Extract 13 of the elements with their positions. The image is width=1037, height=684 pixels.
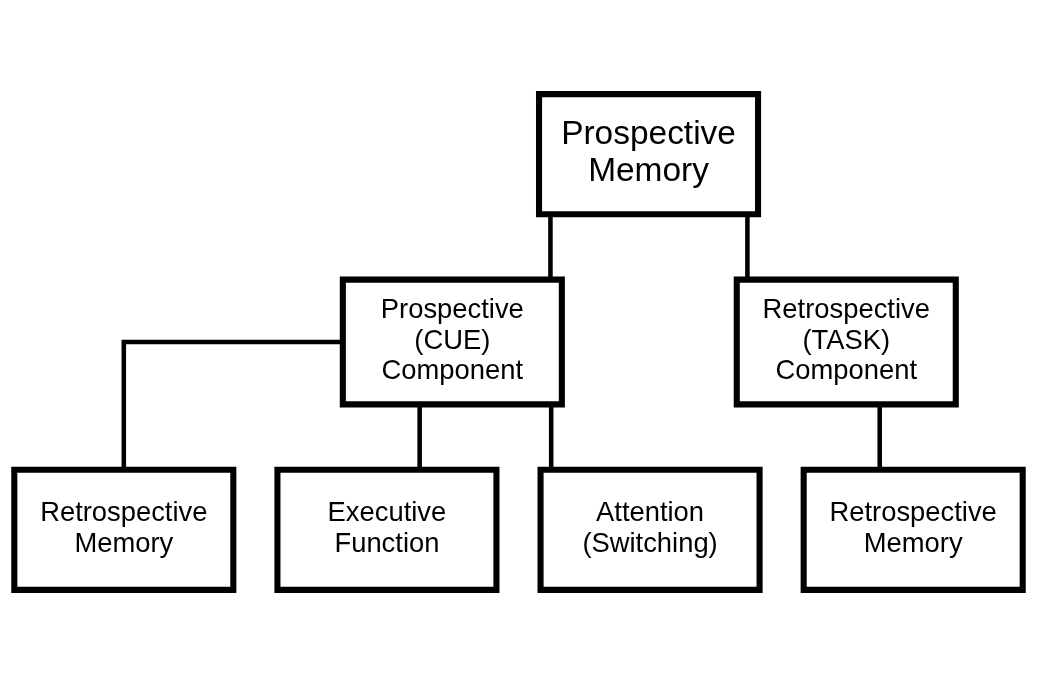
node-box: Executive Function [274,466,500,593]
node-box: Retrospective (TASK) Component [733,276,959,408]
connector [877,404,882,470]
connector [548,214,553,280]
node-box: Prospective Memory [536,91,762,218]
connector [548,404,554,470]
node-box: Attention (Switching) [537,466,763,593]
connector [417,404,422,470]
node-box: Retrospective Memory [800,466,1026,593]
node-box: Retrospective Memory [11,466,237,593]
node-box: Prospective (CUE) Component [339,276,565,408]
connector [121,339,343,470]
connector [745,214,750,280]
